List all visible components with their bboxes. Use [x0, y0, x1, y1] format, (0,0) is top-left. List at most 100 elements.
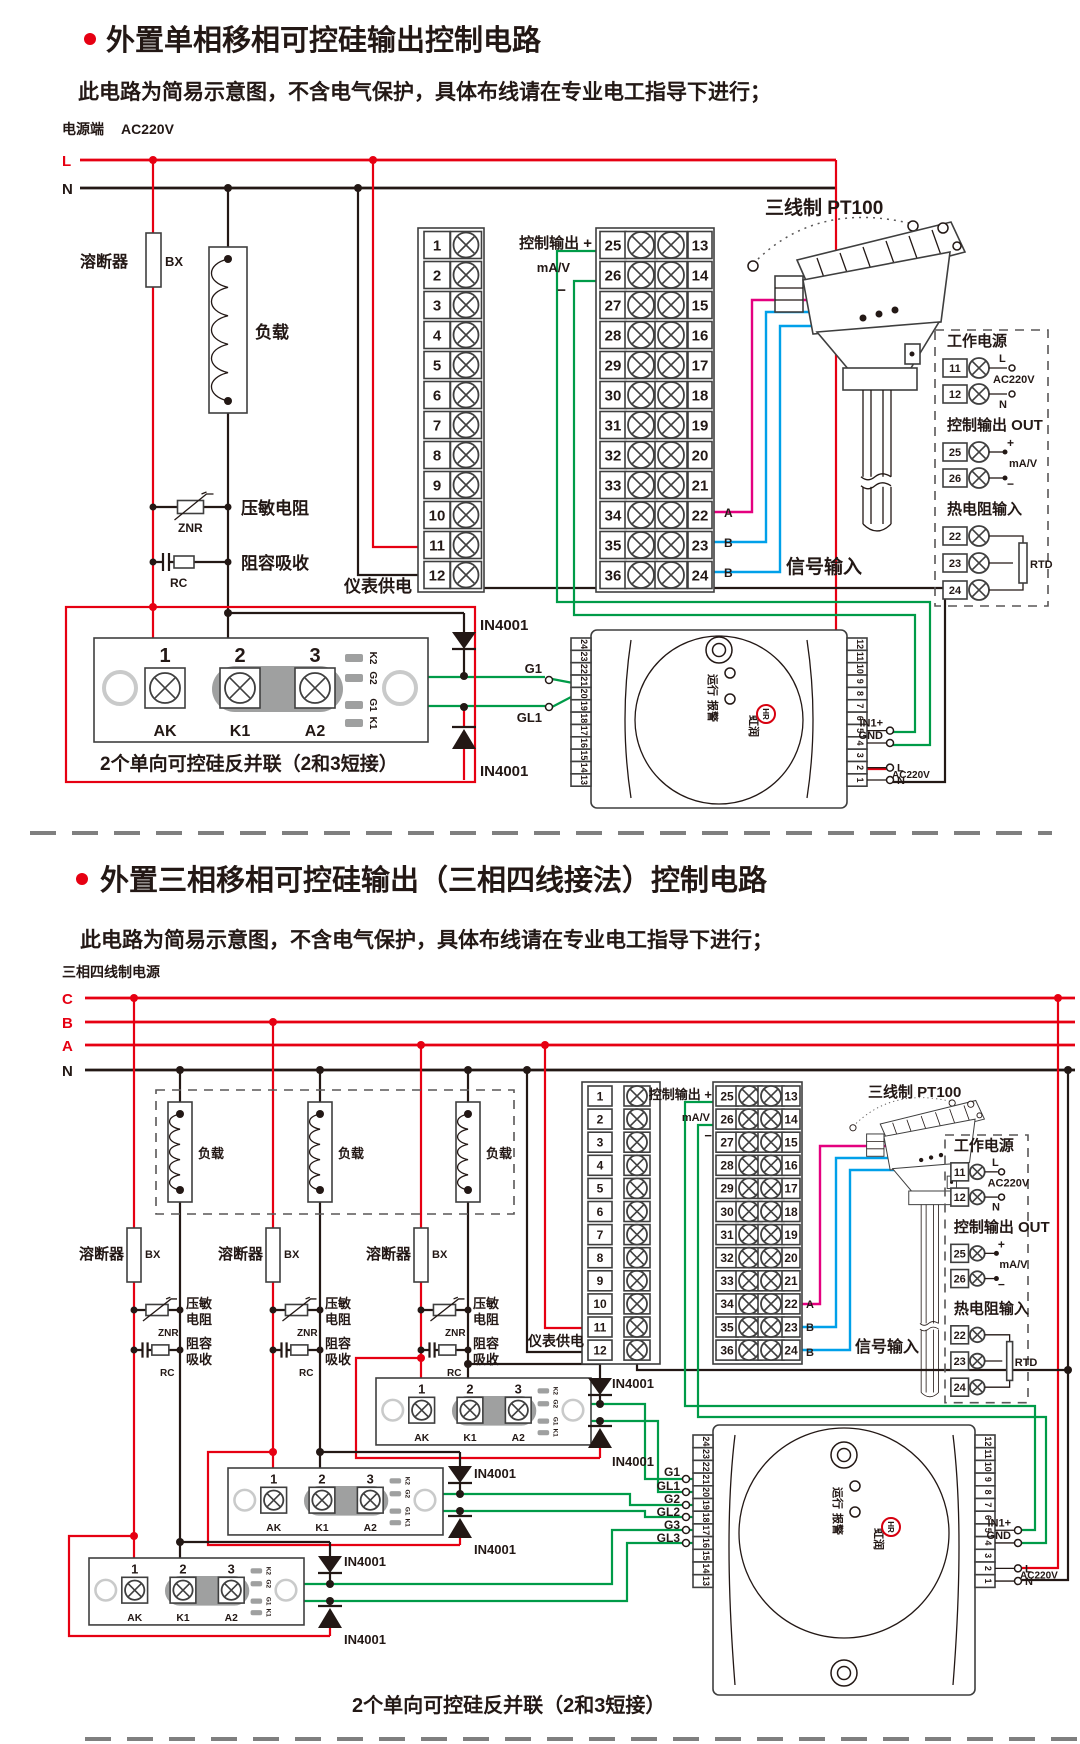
mini-terminal [345, 719, 363, 727]
varistor-label: 压敏 [325, 1296, 352, 1311]
mini-terminal [389, 1478, 402, 1484]
load-label: 负载 [198, 1146, 224, 1161]
scrx-shape [224, 1583, 239, 1598]
terminal-number: 18 [784, 1205, 798, 1219]
cell-shape [774, 275, 804, 313]
gate-g1: G1 [525, 661, 542, 676]
run-label: 运行 [706, 674, 720, 696]
terminal-number: 6 [433, 387, 441, 404]
oc-shape [681, 1487, 691, 1497]
scrx-shape [971, 1355, 983, 1367]
terminal-number: 7 [597, 1228, 604, 1242]
oc-shape [907, 220, 919, 232]
alarm-led [849, 1506, 861, 1518]
wire-b2-label: B [724, 566, 733, 580]
dotk-shape [1002, 449, 1008, 455]
terminal-number: 20 [784, 1251, 798, 1265]
dotk-shape [938, 1152, 944, 1158]
scrx-shape [741, 1181, 757, 1196]
board-terminal-number: 23 [701, 1449, 711, 1459]
mini-terminal-label: G2 [552, 1399, 559, 1408]
terminal-number: 23 [692, 537, 709, 554]
terminal-number: 4 [597, 1159, 604, 1173]
module-terminal-label: AK [266, 1523, 281, 1534]
dotk-shape [326, 1580, 334, 1588]
varistor-label: 电阻 [186, 1312, 212, 1327]
panel-number: 24 [949, 585, 962, 597]
phase-c: C [62, 991, 73, 1008]
signal-input-label: 信号输入 [786, 555, 862, 578]
terminal-number: 8 [433, 447, 441, 464]
dotr-shape [130, 994, 138, 1002]
dotk-shape [464, 1306, 472, 1314]
dotk-shape [176, 1110, 184, 1118]
fuse-label: 溶断器 [80, 252, 129, 271]
dotk-shape [316, 1110, 324, 1118]
diode-symbol [318, 1556, 342, 1573]
board-terminal-cell [692, 1573, 714, 1589]
oc-shape [681, 1500, 691, 1510]
g-shape [130, 1296, 184, 1322]
panel-num-cell [950, 1162, 970, 1182]
terminal-number: 10 [593, 1297, 607, 1311]
terminal-num-cell [587, 1200, 613, 1223]
dotk-shape [176, 1538, 184, 1546]
rc-resistor [438, 1344, 457, 1356]
mini-terminal-label: G2 [265, 1579, 272, 1588]
mini-terminal-label: G1 [367, 698, 378, 712]
g-shape [269, 1296, 324, 1322]
panel-number: 12 [949, 389, 961, 401]
rc-label: 阻容 [473, 1336, 499, 1351]
dotk-shape [464, 1066, 472, 1074]
dotk-shape [460, 672, 468, 680]
oc-shape [711, 642, 727, 658]
scrx-shape [741, 1250, 757, 1265]
fuse-label: 溶断器 [366, 1245, 412, 1263]
oc-shape [1013, 1538, 1023, 1548]
mini-terminal [537, 1401, 550, 1407]
dotk-shape [456, 1507, 464, 1515]
terminal-number: 20 [692, 447, 709, 464]
scrx-shape [629, 1088, 645, 1104]
g-shape [130, 1342, 184, 1358]
dotk-shape [176, 1066, 184, 1074]
g-shape [417, 1296, 472, 1322]
power-side-label: 电源端 [62, 121, 104, 137]
board-terminal-number: 23 [579, 652, 589, 662]
board-ac-label: AC220V [892, 770, 930, 781]
g-shape [849, 1097, 986, 1398]
panel-number: 24 [954, 1382, 967, 1394]
mini-terminal-label: K2 [265, 1567, 272, 1576]
panel-n: N [999, 399, 1007, 411]
mini-terminal [250, 1610, 263, 1616]
g-shape [588, 1378, 612, 1397]
diode-symbol [448, 1518, 472, 1538]
panel-unit: mA/V [999, 1259, 1028, 1271]
scrx-shape [741, 1319, 757, 1335]
run-led [724, 667, 736, 679]
module-caption: 2个单向可控硅反并联（2和3短接） [100, 752, 398, 775]
wire-a-label: A [724, 506, 733, 520]
panel-num-cell [950, 1243, 970, 1264]
board-terminal-number: 8 [983, 1490, 993, 1495]
fuse-label: 溶断器 [79, 1245, 125, 1263]
dotk-shape [1002, 475, 1008, 481]
scrx-shape [457, 296, 475, 314]
rc-resistor [290, 1344, 309, 1356]
terminal-number: 17 [692, 357, 709, 374]
dotk-shape [326, 1597, 334, 1605]
mount-hole [233, 1488, 257, 1512]
dotr-shape [417, 1041, 425, 1049]
scrx-shape [266, 1493, 281, 1508]
dotr-shape [269, 1018, 277, 1026]
wire-black [178, 1070, 1070, 1584]
oc-shape [1008, 390, 1016, 398]
wk-shape [430, 1296, 465, 1322]
board-terminal-number: 5 [855, 728, 865, 733]
fuse-symbol [265, 1227, 281, 1283]
oc-shape [1013, 1564, 1023, 1573]
terminal-num-cell [587, 1108, 613, 1130]
board-terminal-number: 6 [983, 1515, 993, 1520]
rc-label: 吸收 [325, 1352, 352, 1367]
board-power-label: L [1025, 1563, 1032, 1575]
